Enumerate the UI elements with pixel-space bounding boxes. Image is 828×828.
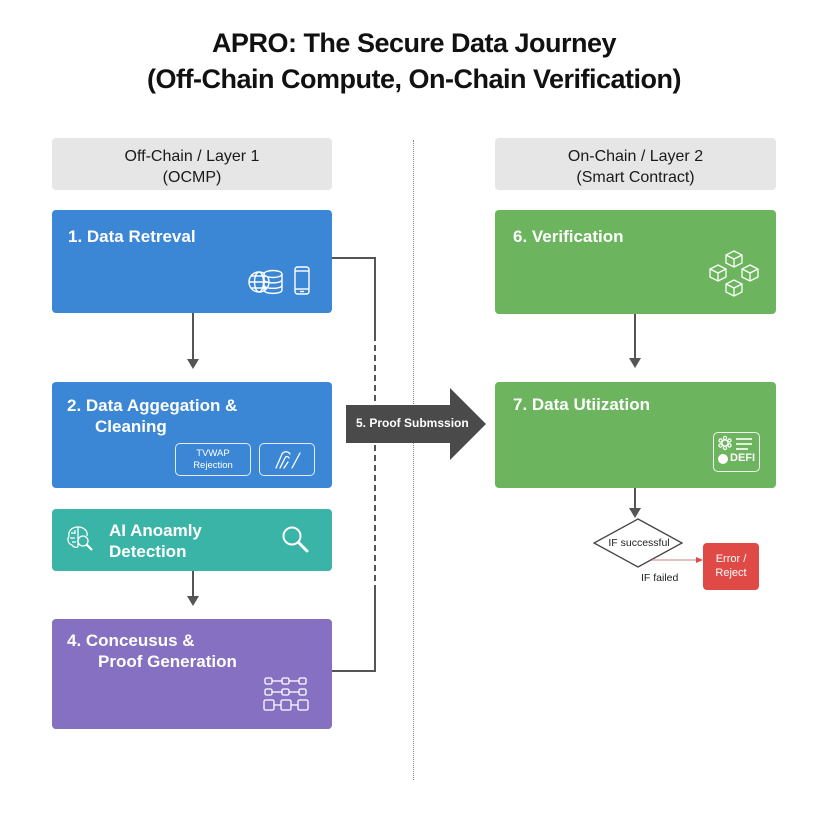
step-2-label-line2: Cleaning <box>95 417 167 436</box>
signal-filter-icon <box>275 451 301 469</box>
tvwap-badge-line2: Rejection <box>193 460 233 471</box>
gear-lines-icon <box>718 435 752 451</box>
brain-search-icon <box>67 526 93 551</box>
if-failed-label: IF failed <box>641 572 679 584</box>
column-header-offchain-line2: (OCMP) <box>162 169 222 186</box>
filter-badge <box>259 443 315 476</box>
error-label-line1: Error / <box>715 553 747 565</box>
step-3-label-line1: AI Anoamly <box>109 521 202 540</box>
step-2-label-line1: 2. Data Aggegation & <box>67 396 238 415</box>
tvwap-rejection-badge: TVWAP Rejection <box>175 443 251 476</box>
defi-panel-icon: DEFI <box>713 432 760 472</box>
layer-divider <box>413 140 414 780</box>
error-label-line2: Reject <box>715 567 747 579</box>
failed-arrow <box>652 557 703 563</box>
step-5-proof-submission-arrow[interactable] <box>346 388 488 460</box>
step-7-data-utilization[interactable]: 7. Data Utiization DEFI <box>495 382 776 488</box>
decision-diamond <box>592 518 684 568</box>
step-1-label: 1. Data Retreval <box>68 227 196 246</box>
step-4-label-line2: Proof Generation <box>98 652 237 671</box>
tvwap-badge-line1: TVWAP <box>196 448 230 459</box>
step-2-data-aggregation[interactable]: 2. Data Aggegation & Cleaning TVWAP Reje… <box>52 382 332 488</box>
step-7-label: 7. Data Utiization <box>513 395 650 414</box>
step-6-label: 6. Verification <box>513 227 624 246</box>
defi-badge-text: DEFI <box>730 452 756 464</box>
step-3-ai-anomaly-detection[interactable]: AI Anoamly Detection <box>52 509 332 571</box>
arrowhead-3-4 <box>187 596 199 606</box>
column-header-onchain-line1: On-Chain / Layer 2 <box>567 148 704 165</box>
step-6-verification[interactable]: 6. Verification <box>495 210 776 314</box>
mobile-phone-icon <box>294 266 310 295</box>
proof-bracket-connector <box>332 257 376 672</box>
decision-label: IF successful <box>608 537 670 549</box>
column-header-onchain: On-Chain / Layer 2 (Smart Contract) <box>495 138 776 190</box>
step-1-data-retrieval[interactable]: 1. Data Retreval <box>52 210 332 313</box>
column-header-offchain-line1: Off-Chain / Layer 1 <box>124 148 260 165</box>
connector-7-decision <box>634 488 636 510</box>
globe-database-icon <box>248 269 283 295</box>
step-4-consensus-proof-generation[interactable]: 4. Conceusus & Proof Generation <box>52 619 332 729</box>
connector-3-4 <box>192 571 194 597</box>
arrowhead-6-7 <box>629 358 641 368</box>
node-grid-icon <box>263 677 309 711</box>
step-3-label-line2: Detection <box>109 542 187 561</box>
defi-logo-icon <box>718 454 728 464</box>
cubes-icon <box>709 250 759 297</box>
step-5-label: 5. Proof Submssion <box>356 416 469 430</box>
arrowhead-1-2 <box>187 359 199 369</box>
arrowhead-7-decision <box>629 508 641 518</box>
diagram-title: APRO: The Secure Data Journey <box>211 28 617 58</box>
error-reject-box[interactable]: Error / Reject <box>703 543 759 590</box>
connector-6-7 <box>634 314 636 360</box>
column-header-offchain: Off-Chain / Layer 1 (OCMP) <box>52 138 332 190</box>
connector-1-2 <box>192 313 194 361</box>
step-4-label-line1: 4. Conceusus & <box>67 631 195 650</box>
diagram-subtitle: (Off-Chain Compute, On-Chain Verificatio… <box>147 64 682 94</box>
magnifier-icon <box>282 526 309 553</box>
column-header-onchain-line2: (Smart Contract) <box>576 169 695 186</box>
